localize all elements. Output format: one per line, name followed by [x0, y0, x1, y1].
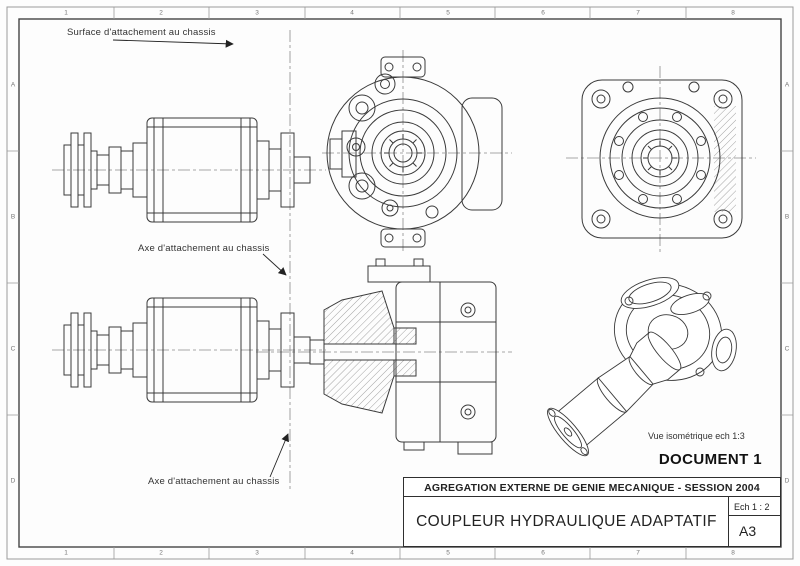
view-section-middle — [309, 258, 497, 455]
view-side-top — [63, 117, 311, 223]
view-front-middle — [326, 56, 503, 248]
grid-col-label: 3 — [255, 9, 259, 17]
grid-row-label: C — [784, 345, 790, 353]
titleblock-drawing-title: COUPLEUR HYDRAULIQUE ADAPTATIF — [403, 496, 730, 547]
grid-row-label: B — [784, 213, 790, 221]
grid-col-label: 4 — [350, 549, 354, 557]
annotation-axe-chassis-bottom: Axe d'attachement au chassis — [148, 476, 280, 487]
grid-col-label: 8 — [731, 549, 735, 557]
titleblock-paper-format: A3 — [728, 515, 781, 547]
grid-row-label: D — [784, 477, 790, 485]
leader-lines — [112, 39, 289, 478]
grid-row-label: B — [10, 213, 16, 221]
grid-col-label: 6 — [541, 9, 545, 17]
grid-row-label: A — [10, 81, 16, 89]
grid-col-label: 7 — [636, 549, 640, 557]
annotation-axe-chassis-top: Axe d'attachement au chassis — [138, 243, 270, 254]
grid-row-label: A — [784, 81, 790, 89]
annotation-surface-chassis: Surface d'attachement au chassis — [67, 27, 216, 38]
grid-col-label: 6 — [541, 549, 545, 557]
grid-row-label: D — [10, 477, 16, 485]
grid-col-label: 3 — [255, 549, 259, 557]
view-front-right — [581, 79, 743, 239]
grid-col-label: 2 — [159, 549, 163, 557]
grid-col-label: 4 — [350, 9, 354, 17]
grid-row-label: C — [10, 345, 16, 353]
sheet-frame — [6, 6, 794, 560]
grid-col-label: 1 — [64, 9, 68, 17]
titleblock-header: AGREGATION EXTERNE DE GENIE MECANIQUE - … — [403, 477, 781, 498]
grid-col-label: 5 — [446, 549, 450, 557]
view-isometric — [547, 277, 737, 457]
grid-col-label: 2 — [159, 9, 163, 17]
grid-col-label: 8 — [731, 9, 735, 17]
document-label: DOCUMENT 1 — [658, 451, 762, 468]
annotation-iso-view: Vue isométrique ech 1:3 — [648, 431, 745, 441]
grid-col-label: 5 — [446, 9, 450, 17]
titleblock-scale: Ech 1 : 2 — [728, 496, 781, 517]
grid-col-label: 1 — [64, 549, 68, 557]
grid-col-label: 7 — [636, 9, 640, 17]
